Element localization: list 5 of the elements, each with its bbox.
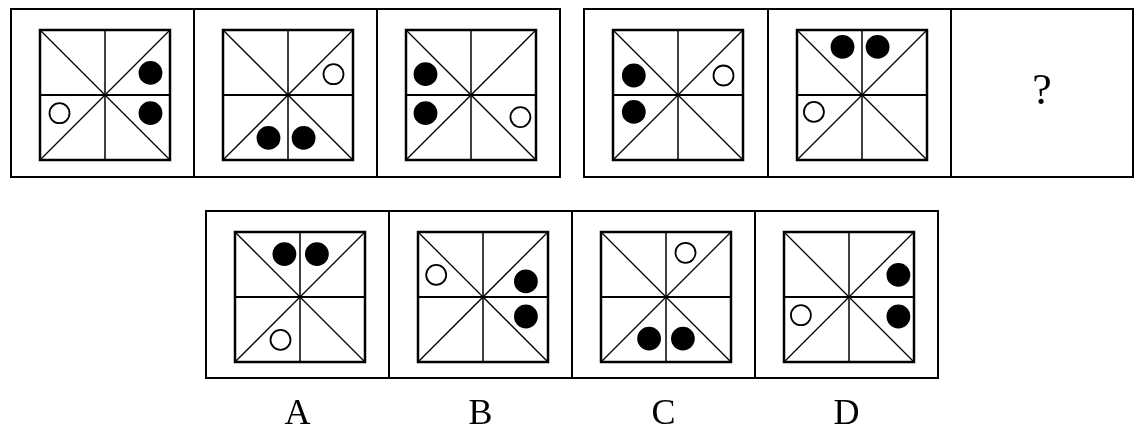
option-letter: D bbox=[832, 392, 861, 432]
option-letter: A bbox=[283, 392, 312, 432]
option-letter: B bbox=[467, 392, 494, 432]
question-mark: ? bbox=[1031, 65, 1053, 115]
option-letter: C bbox=[650, 392, 677, 432]
